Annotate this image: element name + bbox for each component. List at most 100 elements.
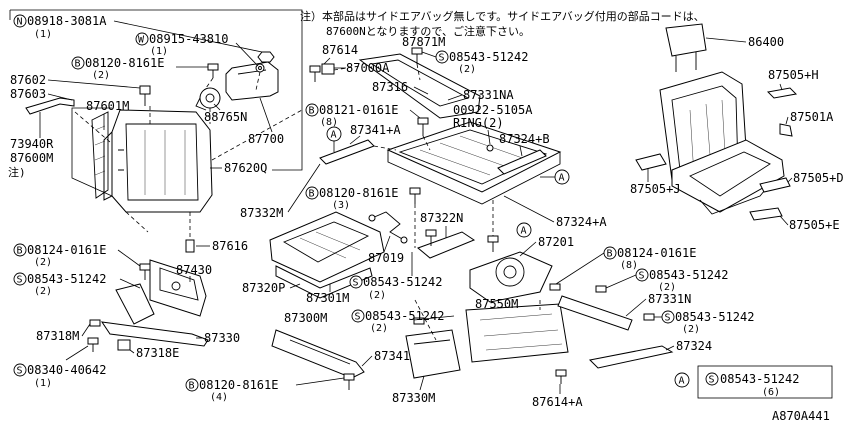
quantity: (8) (620, 260, 638, 271)
part-number: 87324+A (556, 215, 607, 229)
part-number: 87505+H (768, 68, 819, 82)
quantity: (3) (332, 200, 350, 211)
dash-rails-1 (414, 299, 437, 341)
part-number: 87330 (204, 331, 240, 345)
label-b-08120-8161e-low: B 08120-8161E (4) (185, 377, 345, 403)
label-b-08120-8161e-top: B 08120-8161E (2) (71, 56, 208, 81)
part-number: 87602 (10, 73, 46, 87)
part-number: 00922-5105A (453, 103, 533, 117)
prefix: S (17, 366, 23, 377)
prefix: W (138, 35, 145, 46)
part-number: 87614+A (532, 395, 583, 409)
diagram-id: A870A441 (772, 409, 830, 423)
label-00922-5105a: 00922-5105A RING(2) (453, 103, 533, 145)
dash-handle (74, 111, 111, 143)
part-number: 08124-0161E (617, 246, 696, 260)
seatback-illustration (103, 109, 213, 213)
bolt-08120-mid-illustration (409, 187, 421, 204)
label-s-08543-51242-low2: S 08543-51242 (2) (654, 310, 754, 335)
part-number: 87331N (648, 292, 691, 306)
part-number: 08543-51242 (365, 309, 444, 323)
part-number: 86400 (748, 35, 784, 49)
part-number: 87332M (240, 206, 283, 220)
part-number: 87505+J (630, 182, 681, 196)
label-b-08124-0161e-right: B 08124-0161E (8) (555, 246, 696, 285)
label-87300m: 87300M (284, 311, 327, 325)
label-87505e: 87505+E (779, 215, 840, 232)
part-number: 87871M (402, 35, 445, 49)
rail-87324-illustration (588, 345, 674, 369)
slide-base-illustration (469, 251, 553, 303)
label-87301m: 87301M (306, 284, 349, 305)
label-87601m: 87601M (86, 99, 129, 130)
bolt-87871m-illustration (411, 47, 423, 64)
ref-box-number: 08543-51242 (720, 372, 799, 386)
dash-87871m (416, 63, 421, 81)
bolt-87614a-illustration (555, 369, 567, 384)
label-87330: 87330 (196, 331, 240, 345)
part-number: 87550M (475, 297, 518, 311)
part-number: 08543-51242 (27, 272, 106, 286)
label-87324a: 87324+A (503, 195, 607, 229)
part-number: 87000A (346, 61, 390, 75)
label-87700: 87700 (248, 97, 284, 146)
part-number: 87600M (10, 151, 53, 165)
label-87341: 87341 (361, 349, 410, 367)
quantity: (2) (368, 290, 386, 301)
quantity: (2) (34, 257, 52, 268)
label-s-08543-51242-low: S 08543-51242 (2) (351, 309, 455, 334)
label-s-08543-51242-left: S 08543-51242 (2) (13, 272, 141, 297)
label-n-08918-3081a: N 08918-3081A (1) (13, 14, 263, 53)
part-number: 87620Q (224, 161, 267, 175)
clip-87318e-illustration (117, 339, 131, 351)
part-number: 87601M (86, 99, 129, 113)
handle-73940r-illustration (25, 97, 75, 115)
prefix: S (639, 271, 645, 282)
bracket-87322n-illustration (417, 231, 476, 259)
part-number: 87330M (392, 391, 435, 405)
part-number: 87318M (36, 329, 79, 343)
quantity: (2) (458, 64, 476, 75)
part-number: 87324 (676, 339, 712, 353)
prefix: S (355, 312, 361, 323)
part-number: 08340-40642 (27, 363, 106, 377)
ref-box-marker: A (679, 376, 685, 387)
part-number: 08918-3081A (27, 14, 107, 28)
part-number: 87019 (368, 251, 404, 265)
part-number: 08120-8161E (319, 186, 398, 200)
dash-seatback-cushion (211, 109, 303, 161)
quantity: (8) (320, 117, 338, 128)
label-73940r: 73940R (10, 112, 54, 151)
prefix: B (607, 249, 613, 260)
part-number: 87324+B (499, 132, 550, 146)
hinge-87602-illustration (139, 85, 151, 106)
quantity: (2) (370, 323, 388, 334)
prefix: B (75, 59, 81, 70)
part-number: 08915-43810 (149, 32, 228, 46)
dash-bolt (205, 77, 214, 89)
label-87324b: 87324+B (499, 132, 550, 157)
label-b-08124-0161e-left: B 08124-0161E (2) (13, 243, 141, 268)
label-s-08543-51242-top: S 08543-51242 (2) (421, 50, 528, 75)
quantity: (1) (34, 378, 52, 389)
screws-right-illustration (413, 283, 655, 325)
bolt-08120-top-illustration (207, 63, 219, 78)
label-s-08340-40642: S 08340-40642 (1) (13, 345, 106, 389)
label-87332m: 87332M (240, 163, 321, 220)
quantity: (2) (682, 324, 700, 335)
label-87505d: 87505+D (787, 171, 844, 185)
label-87331na: 87331NA (447, 88, 514, 102)
part-number: 08124-0161E (27, 243, 106, 257)
prefix: S (665, 313, 671, 324)
ref-marker-a-1: A (326, 126, 342, 152)
ring-00922-illustration (486, 144, 494, 152)
label-87505j: 87505+J (630, 168, 681, 196)
label-s-08543-51242-mid: S 08543-51242 (2) (349, 252, 442, 301)
label-87620q: 87620Q (210, 161, 267, 175)
dash-seatback-bottom (125, 211, 149, 233)
screw-08543-left-illustration (89, 319, 101, 327)
part-number: 87201 (538, 235, 574, 249)
quantity: (2) (92, 70, 110, 81)
prefix: S (439, 53, 445, 64)
